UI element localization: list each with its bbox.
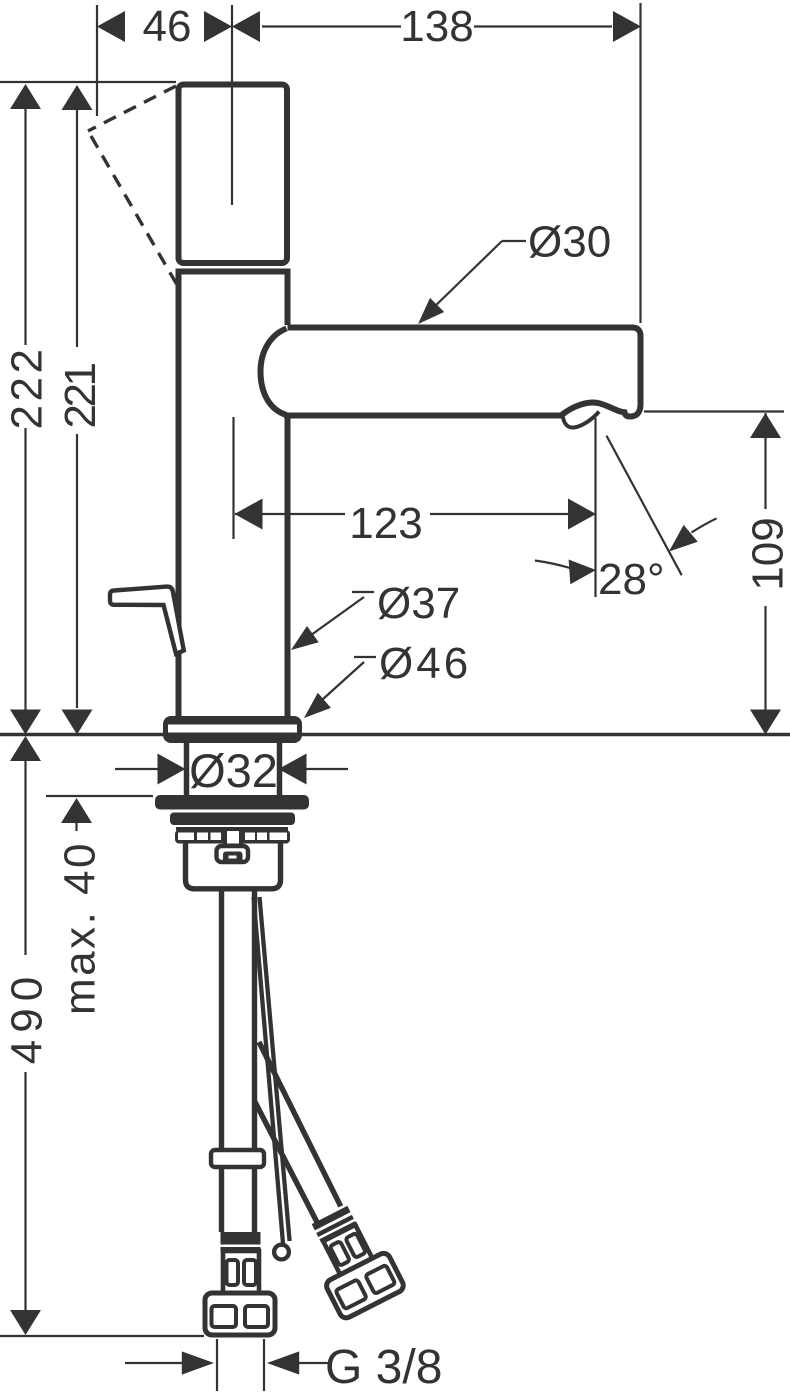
svg-text:Ø37: Ø37 <box>377 579 460 628</box>
svg-text:Ø46: Ø46 <box>379 639 471 688</box>
svg-text:123: 123 <box>349 499 422 548</box>
svg-text:Ø32: Ø32 <box>189 744 278 797</box>
svg-text:max. 40: max. 40 <box>56 841 105 1015</box>
svg-text:46: 46 <box>143 2 192 51</box>
svg-text:138: 138 <box>400 2 473 51</box>
svg-text:109: 109 <box>744 517 790 590</box>
svg-text:28°: 28° <box>598 555 665 604</box>
svg-text:221: 221 <box>56 364 105 429</box>
svg-text:G 3/8: G 3/8 <box>325 1341 442 1394</box>
svg-text:222: 222 <box>3 346 52 430</box>
svg-text:490: 490 <box>3 970 52 1064</box>
svg-text:Ø30: Ø30 <box>528 218 611 267</box>
